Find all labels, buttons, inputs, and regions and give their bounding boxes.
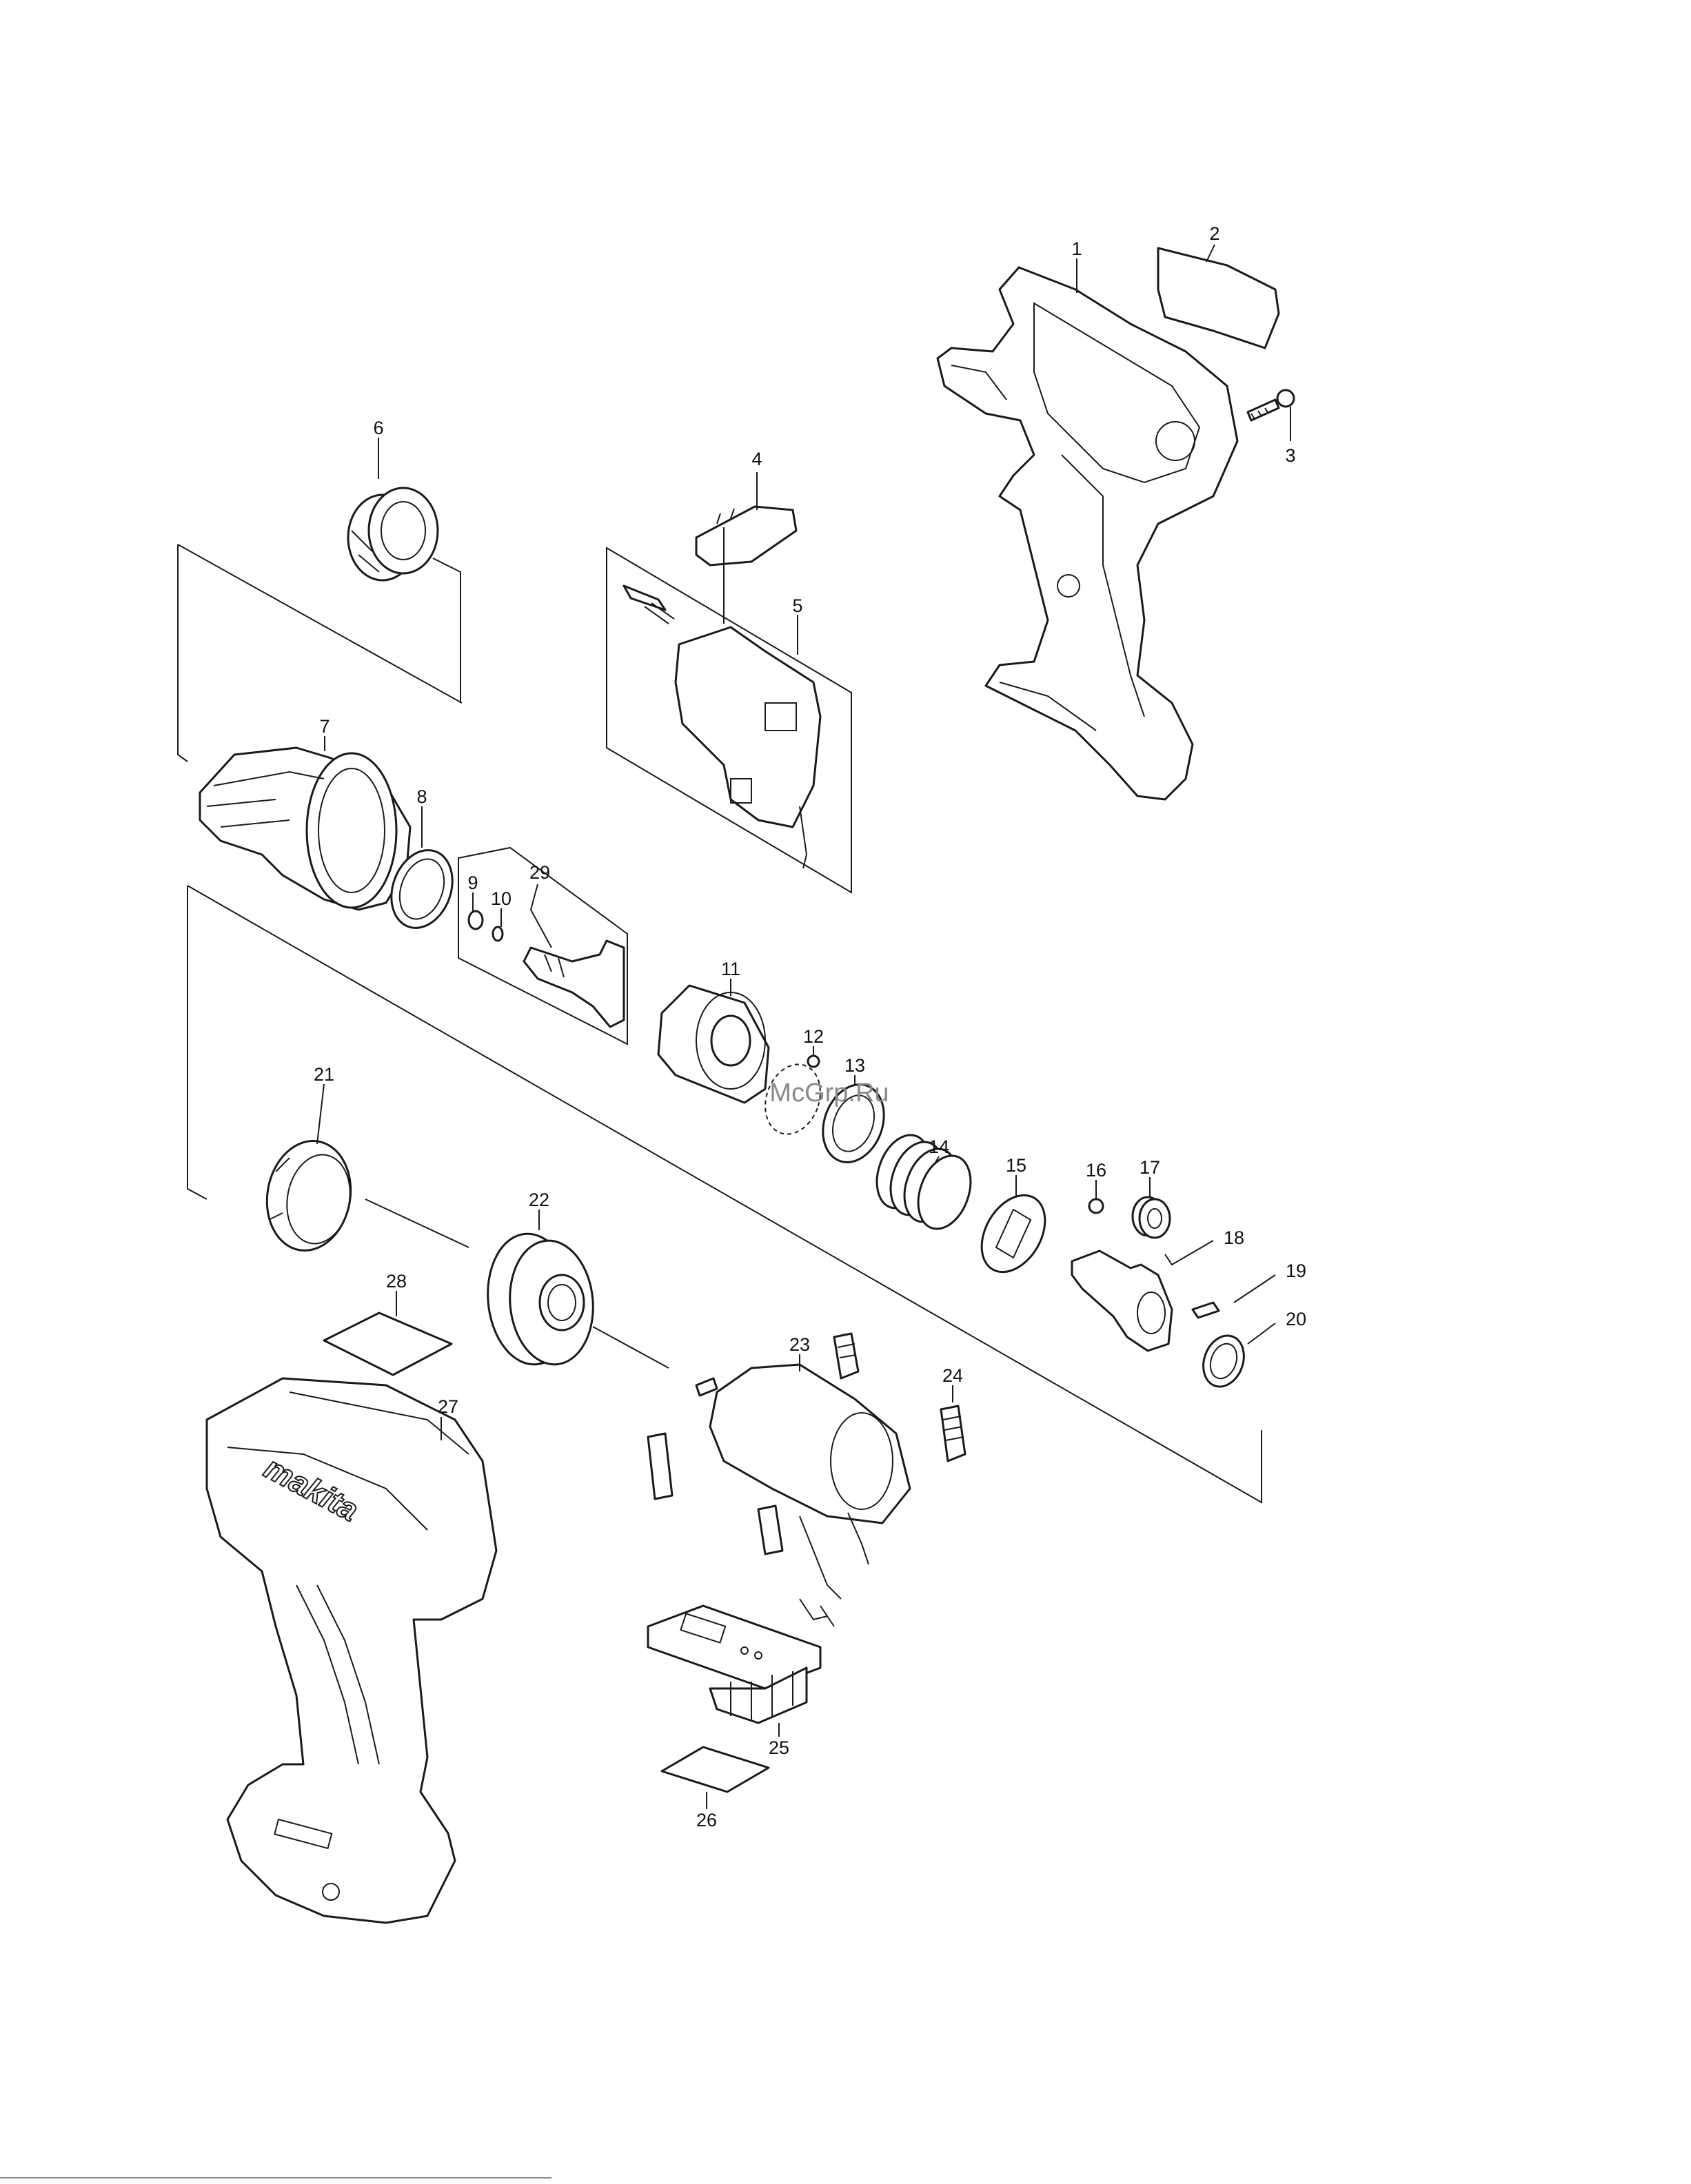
part-26-label: [662, 1747, 769, 1792]
watermark: McGrp.Ru: [769, 1079, 889, 1108]
part-4-switch-lever: [696, 507, 796, 565]
callout-3: 3: [1285, 445, 1295, 466]
callout-14: 14: [929, 1136, 949, 1157]
callout-11: 11: [721, 959, 740, 979]
callout-5: 5: [792, 595, 802, 616]
part-28-label: [324, 1313, 452, 1375]
callout-29: 29: [529, 862, 550, 883]
part-2-plate: [1158, 248, 1279, 348]
part-23-motor: [696, 1365, 910, 1626]
callout-10: 10: [491, 888, 512, 909]
callout-18: 18: [1224, 1227, 1244, 1248]
part-6-front-cap: [348, 488, 438, 580]
part-1-housing-right: [938, 267, 1237, 799]
callout-26: 26: [696, 1810, 717, 1830]
callout-7: 7: [319, 716, 330, 737]
callout-9: 9: [467, 872, 478, 893]
callout-20: 20: [1286, 1309, 1306, 1329]
part-brush-holder-top: [834, 1334, 858, 1378]
callout-2: 2: [1209, 223, 1219, 244]
part-15-washer: [969, 1184, 1057, 1283]
callout-25: 25: [769, 1737, 789, 1758]
callout-16: 16: [1086, 1160, 1106, 1181]
part-18-spindle: [1072, 1251, 1172, 1351]
part-5-switch: [607, 527, 851, 892]
part-25-controller: [648, 1606, 820, 1737]
part-10-steel-ball: [493, 927, 503, 941]
part-24-carbon-brush: [941, 1406, 965, 1461]
part-27-housing-left: makita: [207, 1378, 496, 1923]
callout-17: 17: [1140, 1157, 1160, 1178]
callout-12: 12: [803, 1026, 824, 1047]
part-16-steel-ball: [1089, 1199, 1103, 1213]
callout-21: 21: [314, 1064, 334, 1085]
part-21-internal-gear: [259, 1134, 359, 1257]
part-19-pin: [1193, 1303, 1219, 1318]
part-17-ball-bearing: [1133, 1197, 1170, 1238]
callout-13: 13: [844, 1055, 865, 1076]
callout-28: 28: [386, 1271, 407, 1292]
callout-6: 6: [373, 418, 383, 438]
callout-4: 4: [751, 449, 762, 469]
part-20-ring: [1197, 1330, 1251, 1393]
part-7-hammer-case: [200, 748, 410, 910]
callout-27: 27: [438, 1396, 458, 1417]
callout-24: 24: [942, 1365, 963, 1386]
callout-8: 8: [416, 786, 427, 807]
part-brush-holder-lower: [758, 1506, 782, 1554]
part-3-screw: [1248, 390, 1294, 420]
callout-15: 15: [1006, 1155, 1026, 1176]
part-brush-holder-left: [648, 1433, 672, 1499]
part-22-gear-housing: [483, 1230, 598, 1368]
part-9-o-ring: [469, 911, 483, 929]
callout-23: 23: [789, 1334, 810, 1355]
callout-1: 1: [1071, 238, 1082, 259]
callout-22: 22: [529, 1190, 549, 1210]
callout-19: 19: [1286, 1261, 1306, 1281]
part-14-compression-spring: [867, 1127, 980, 1236]
part-11-hammer: [658, 986, 769, 1103]
